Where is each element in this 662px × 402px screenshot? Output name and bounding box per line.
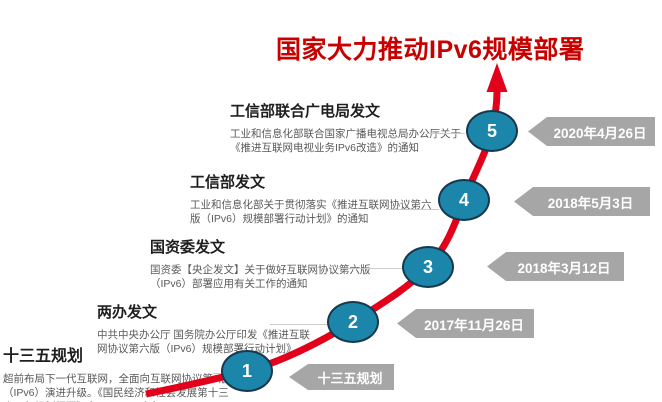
milestone-5-desc-line: 工业和信息化部联合国家广播电视总局办公厅关于 <box>230 128 461 140</box>
date-banner-5: 2020年4月26日 <box>528 117 655 146</box>
node-2-number: 2 <box>347 311 358 332</box>
timeline-node-3: 3 <box>402 246 454 288</box>
milestone-4-block: 工信部发文 工业和信息化部关于贯彻落实《推进互联网协议第六 版（IPv6）规模部… <box>190 171 434 227</box>
connector-line-3 <box>338 268 403 269</box>
node-5-number: 5 <box>486 120 497 141</box>
timeline-node-1: 1 <box>221 350 273 392</box>
arrow-up-icon <box>486 63 508 92</box>
growth-curve-path <box>145 91 501 398</box>
milestone-4-title: 工信部发文 <box>190 174 266 191</box>
milestone-5-desc: 工业和信息化部联合国家广播电视总局办公厅关于 《推进互联网电视业务IPv6改造》… <box>230 128 464 156</box>
milestone-4-desc-line: 工业和信息化部关于贯彻落实《推进互联网协议第六 <box>190 199 432 211</box>
banner-5-label: 2020年4月26日 <box>553 125 647 141</box>
date-banner-2: 2017年11月26日 <box>397 309 534 338</box>
node-3-number: 3 <box>422 256 433 277</box>
banner-3-label: 2018年3月12日 <box>517 260 611 276</box>
connector-line-5 <box>427 133 465 134</box>
node-4-number: 4 <box>458 189 469 210</box>
milestone-5-title: 工信部联合广电局发文 <box>230 103 381 120</box>
banner-1-label: 十三五规划 <box>317 370 383 386</box>
connector-line-1 <box>213 373 223 374</box>
milestone-1-block: 十三五规划 超前布局下一代互联网，全面向互联网协议第6版 （IPv6）演进升级。… <box>3 342 231 402</box>
milestone-3-desc-line: （IPv6）部署应用有关工作的通知 <box>150 277 308 290</box>
milestone-5-block: 工信部联合广电局发文 工业和信息化部联合国家广播电视总局办公厅关于 《推进互联网… <box>230 100 464 156</box>
date-banner-1: 十三五规划 <box>289 364 394 390</box>
banner-2-label: 2017年11月26日 <box>424 317 524 333</box>
milestone-1-desc-line: 个五年规划纲要》（2016-2020年） <box>3 401 231 402</box>
milestone-5-desc-line: 《推进互联网电视业务IPv6改造》的通知 <box>230 141 420 154</box>
milestone-2-title: 两办发文 <box>97 304 158 321</box>
banner-4-label: 2018年5月3日 <box>547 195 634 211</box>
milestone-3-title: 国资委发文 <box>150 239 226 256</box>
date-banner-4: 2018年5月3日 <box>514 187 650 216</box>
milestone-3-desc-line: 国资委【央企发文】关于做好互联网协议第六版 <box>150 264 371 276</box>
milestone-4-desc: 工业和信息化部关于贯彻落实《推进互联网协议第六 版（IPv6）规模部署行动计划》… <box>190 199 434 227</box>
milestone-3-block: 国资委发文 国资委【央企发文】关于做好互联网协议第六版 （IPv6）部署应用有关… <box>150 236 372 292</box>
milestone-1-title: 十三五规划 <box>3 348 84 365</box>
connector-line-2 <box>270 324 328 325</box>
milestone-1-desc-line: 超前布局下一代互联网，全面向互联网协议第6版 <box>3 373 230 385</box>
date-banner-3: 2018年3月12日 <box>487 252 624 281</box>
page-title: 国家大力推动IPv6规模部署 <box>276 36 585 64</box>
milestone-4-desc-line: 版（IPv6）规模部署行动计划》的通知 <box>190 212 369 225</box>
timeline-node-4: 4 <box>438 179 490 221</box>
node-1-number: 1 <box>241 360 252 381</box>
connector-line-4 <box>389 209 439 210</box>
timeline-node-5: 5 <box>466 110 518 152</box>
timeline-node-2: 2 <box>327 301 379 343</box>
milestone-3-desc: 国资委【央企发文】关于做好互联网协议第六版 （IPv6）部署应用有关工作的通知 <box>150 264 372 292</box>
milestone-2-desc-line: 中共中央办公厅 国务院办公厅印发《推进互联 <box>97 329 310 341</box>
